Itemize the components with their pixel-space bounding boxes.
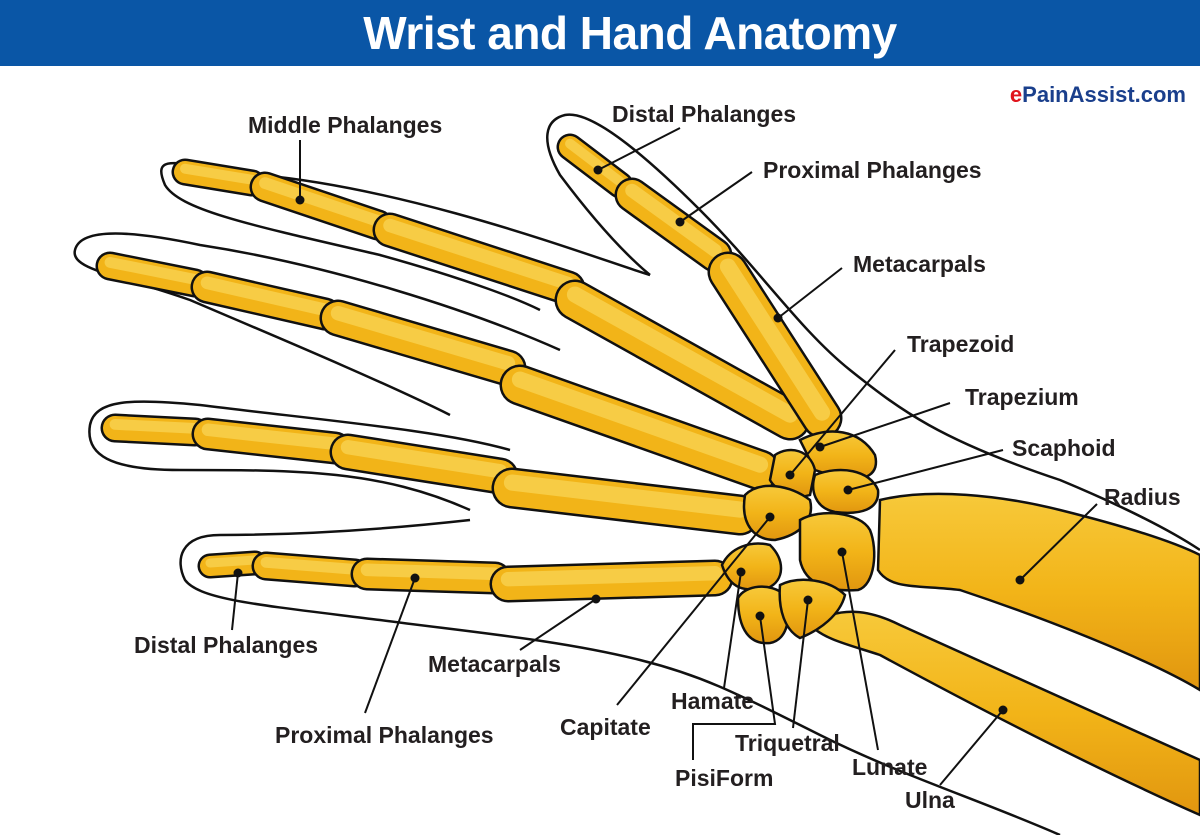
distal-phalanges-bottom-pointer-dot bbox=[233, 568, 243, 578]
pisiform-pointer-dot bbox=[755, 611, 765, 621]
index-middle-bone bbox=[249, 171, 394, 241]
triquetral-bone bbox=[778, 578, 847, 640]
label-triquetral: Triquetral bbox=[735, 730, 840, 756]
metacarpals-bottom-pointer-dot bbox=[591, 594, 601, 604]
label-distal-phalanges-bottom: Distal Phalanges bbox=[134, 632, 318, 658]
hamate-pointer-dot bbox=[736, 567, 746, 577]
label-capitate: Capitate bbox=[560, 714, 651, 740]
leader-lines bbox=[231, 127, 1098, 786]
middle-distal-bone bbox=[95, 251, 210, 298]
middle-middle-bone bbox=[190, 270, 342, 331]
thumb-proximal-bone bbox=[614, 177, 733, 273]
label-radius: Radius bbox=[1104, 484, 1181, 510]
distal-phalanges-bottom-leader-line bbox=[231, 572, 239, 631]
little-metacarpal-bone bbox=[489, 559, 734, 603]
label-trapezium: Trapezium bbox=[965, 384, 1079, 410]
label-middle-phalanges: Middle Phalanges bbox=[248, 112, 442, 138]
hamate-bone bbox=[720, 542, 783, 591]
radius-pointer-dot bbox=[1015, 575, 1025, 585]
middle-metacarpal-bone bbox=[499, 364, 781, 491]
title-banner: Wrist and Hand Anatomy bbox=[0, 0, 1200, 66]
proximal-phalanges-bottom-leader-line bbox=[364, 577, 416, 714]
scaphoid-leader-line bbox=[847, 449, 1004, 491]
triquetral-pointer-dot bbox=[803, 595, 813, 605]
bones bbox=[95, 133, 843, 603]
label-trapezoid: Trapezoid bbox=[907, 331, 1014, 357]
ring-proximal-bone bbox=[329, 433, 519, 495]
metacarpals-top-leader-line bbox=[777, 267, 843, 319]
index-distal-bone bbox=[171, 158, 266, 197]
label-proximal-phalanges-bottom: Proximal Phalanges bbox=[275, 722, 494, 748]
label-metacarpals-bottom: Metacarpals bbox=[428, 651, 561, 677]
thumb-metacarpal-bone bbox=[707, 251, 843, 439]
radius-leader-line bbox=[1019, 503, 1098, 581]
index-metacarpal-bone bbox=[554, 279, 811, 441]
label-scaphoid: Scaphoid bbox=[1012, 435, 1116, 461]
lunate-bone bbox=[798, 511, 876, 592]
label-lunate: Lunate bbox=[852, 754, 927, 780]
label-metacarpals-top: Metacarpals bbox=[853, 251, 986, 277]
trapezoid-leader-line bbox=[789, 349, 896, 476]
index-proximal-bone bbox=[372, 212, 586, 306]
ring-distal-bone bbox=[100, 413, 210, 447]
trapezium-leader-line bbox=[819, 402, 951, 448]
distal-phalanges-top-pointer-dot bbox=[593, 165, 603, 175]
ulna-leader-line bbox=[939, 709, 1004, 786]
thumb-distal-bone bbox=[556, 133, 634, 199]
trapezium-pointer-dot bbox=[815, 442, 825, 452]
distal-phalanges-top-leader-line bbox=[597, 127, 681, 171]
skin-outline bbox=[73, 113, 1200, 835]
ulna-pointer-dot bbox=[998, 705, 1008, 715]
brand-prefix: e bbox=[1009, 82, 1023, 107]
middle-phalanges-pointer-dot bbox=[295, 195, 305, 205]
little-proximal-bone bbox=[350, 557, 512, 595]
brand-logo: ePainAssist.com bbox=[1010, 82, 1186, 108]
ring-middle-bone bbox=[191, 417, 352, 465]
trapezoid-pointer-dot bbox=[785, 470, 795, 480]
little-middle-bone bbox=[251, 551, 370, 588]
page-title: Wrist and Hand Anatomy bbox=[363, 7, 897, 59]
triquetral-leader-line bbox=[792, 599, 809, 729]
label-hamate: Hamate bbox=[671, 688, 754, 714]
lunate-pointer-dot bbox=[837, 547, 847, 557]
label-ulna: Ulna bbox=[905, 787, 955, 813]
label-pisiform: PisiForm bbox=[675, 765, 773, 791]
scaphoid-pointer-dot bbox=[843, 485, 853, 495]
little-distal-bone bbox=[197, 550, 268, 579]
metacarpals-bottom-leader-line bbox=[519, 598, 597, 651]
capitate-leader-line bbox=[616, 516, 771, 706]
proximal-phalanges-bottom-pointer-dot bbox=[410, 573, 420, 583]
label-proximal-phalanges-top: Proximal Phalanges bbox=[763, 157, 982, 183]
ring-metacarpal-bone bbox=[491, 467, 761, 536]
pisiform-leader-line bbox=[692, 615, 777, 760]
metacarpals-top-pointer-dot bbox=[773, 313, 783, 323]
lunate-leader-line bbox=[841, 551, 879, 751]
brand-name: PainAssist.com bbox=[1022, 82, 1186, 107]
hamate-leader-line bbox=[723, 571, 742, 689]
proximal-phalanges-top-leader-line bbox=[679, 171, 753, 223]
radius-bone bbox=[876, 492, 1200, 692]
middle-proximal-bone bbox=[319, 299, 527, 387]
label-distal-phalanges-top: Distal Phalanges bbox=[612, 101, 796, 127]
capitate-pointer-dot bbox=[765, 512, 775, 522]
labels: Middle Phalanges Distal Phalanges Proxim… bbox=[134, 101, 1181, 813]
proximal-phalanges-top-pointer-dot bbox=[675, 217, 685, 227]
